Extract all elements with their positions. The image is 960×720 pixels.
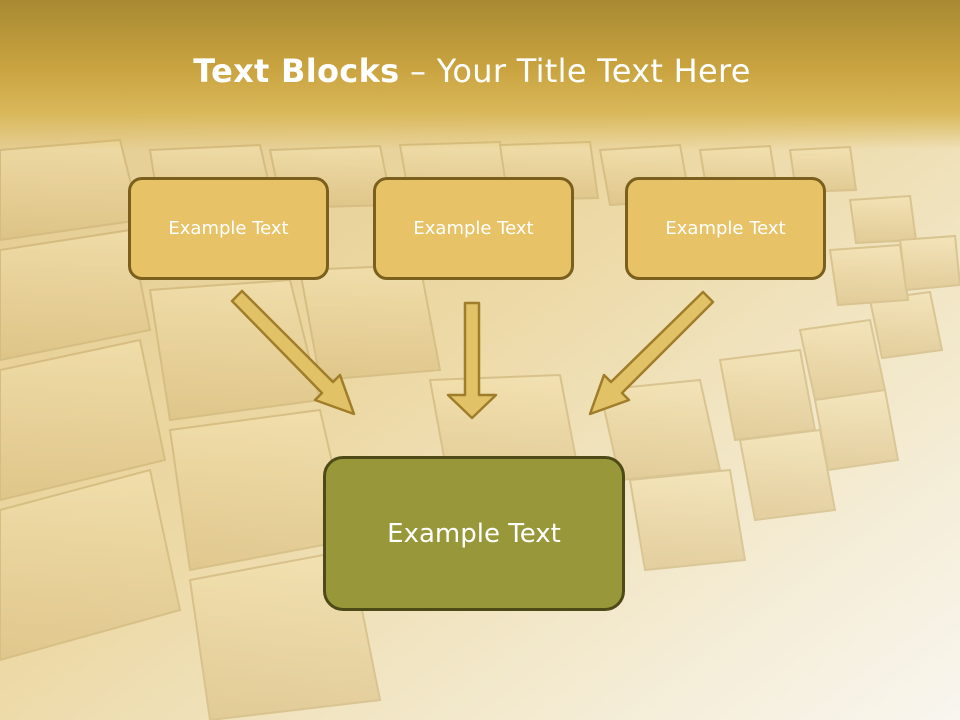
text-block-right-label: Example Text <box>665 218 786 239</box>
text-block-left[interactable]: Example Text <box>128 177 329 280</box>
title-bar <box>0 0 960 150</box>
main-text-block[interactable]: Example Text <box>323 456 625 611</box>
title-bold: Text Blocks <box>193 52 400 90</box>
text-block-center[interactable]: Example Text <box>373 177 574 280</box>
text-block-right[interactable]: Example Text <box>625 177 826 280</box>
slide-title: Text Blocks – Your Title Text Here <box>0 52 944 90</box>
text-block-center-label: Example Text <box>413 218 534 239</box>
text-block-left-label: Example Text <box>168 218 289 239</box>
main-text-block-label: Example Text <box>387 518 561 549</box>
title-rest: – Your Title Text Here <box>399 52 751 90</box>
